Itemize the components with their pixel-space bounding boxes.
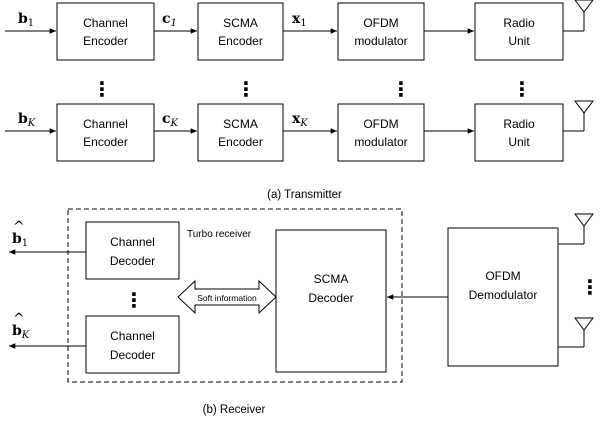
receiver: Turbo receiver Channel Decoder b1 ^ ⋮ Ch…	[9, 208, 600, 383]
hat-b1: ^	[13, 219, 25, 235]
tx-ellipsis-channel: ⋮	[92, 77, 112, 101]
channel-encoder-1	[56, 2, 155, 61]
turbo-receiver-label: Turbo receiver	[187, 229, 252, 240]
ofdm-modulator-1	[337, 2, 425, 61]
radio-unit-k-label-line2: Unit	[508, 135, 530, 149]
signal-bK-hat: bK	[12, 323, 30, 341]
scma-encoder-1	[197, 2, 284, 61]
signal-bK: bK	[18, 111, 36, 129]
channel-decoder-1-label-line2: Decoder	[110, 254, 155, 268]
signal-x1: x1	[292, 11, 307, 29]
tx-row-k: bK Channel Encoder cK SCMA Encoder xK OF…	[5, 100, 594, 162]
antenna-icon	[558, 213, 594, 245]
channel-decoder-k-label-line1: Channel	[110, 329, 155, 343]
rx-ellipsis-antenna: ⋮	[580, 275, 600, 299]
ofdm-demodulator	[447, 227, 559, 367]
scma-encoder-1-label-line1: SCMA	[223, 16, 258, 30]
scma-encoder-k-label-line1: SCMA	[223, 117, 258, 131]
antenna-icon	[558, 317, 594, 348]
scma-encoder-k-label-line2: Encoder	[218, 135, 263, 149]
tx-ellipsis-ofdm: ⋮	[391, 77, 411, 101]
channel-encoder-1-label-line1: Channel	[83, 16, 128, 30]
radio-unit-1	[474, 2, 564, 61]
ofdm-modulator-1-label-line1: OFDM	[363, 16, 398, 30]
tx-ellipsis-radio: ⋮	[512, 77, 532, 101]
channel-encoder-1-label-line2: Encoder	[83, 34, 128, 48]
channel-encoder-k	[56, 103, 155, 162]
rx-ellipsis-decoder: ⋮	[124, 288, 144, 312]
channel-decoder-1-label-line1: Channel	[110, 235, 155, 249]
channel-decoder-k-label-line2: Decoder	[110, 348, 155, 362]
channel-encoder-k-label-line2: Encoder	[83, 135, 128, 149]
signal-c1: c1	[162, 11, 177, 29]
radio-unit-k	[474, 103, 564, 162]
scma-encoder-1-label-line2: Encoder	[218, 34, 263, 48]
channel-decoder-1	[85, 221, 180, 280]
ofdm-demodulator-label-line2: Demodulator	[469, 288, 538, 302]
scma-decoder-label-line1: SCMA	[314, 272, 349, 286]
signal-xK: xK	[292, 111, 308, 129]
tx-row-1: b1 Channel Encoder c1 SCMA Encoder x1 OF…	[5, 0, 594, 61]
ofdm-demodulator-label-line1: OFDM	[485, 269, 520, 283]
ofdm-modulator-k	[337, 103, 425, 162]
hat-bK: ^	[13, 311, 25, 327]
signal-b1-hat: b1	[12, 231, 28, 249]
channel-encoder-k-label-line1: Channel	[83, 117, 128, 131]
ofdm-modulator-k-label-line2: modulator	[354, 135, 407, 149]
radio-unit-k-label-line1: Radio	[503, 117, 535, 131]
radio-unit-1-label-line2: Unit	[508, 34, 530, 48]
transmitter-caption: (a) Transmitter	[267, 189, 342, 201]
antenna-icon	[563, 0, 594, 32]
soft-information-label: Soft information	[197, 293, 257, 303]
signal-b1: b1	[18, 11, 34, 29]
scma-decoder	[275, 229, 387, 373]
antenna-icon	[563, 100, 594, 132]
channel-decoder-k	[85, 315, 180, 374]
receiver-caption: (b) Receiver	[203, 404, 266, 416]
ofdm-modulator-k-label-line1: OFDM	[363, 117, 398, 131]
turbo-receiver-boundary	[67, 208, 403, 383]
tx-ellipsis: ⋮ ⋮ ⋮ ⋮	[92, 77, 532, 101]
radio-unit-1-label-line1: Radio	[503, 16, 535, 30]
ofdm-modulator-1-label-line2: modulator	[354, 34, 407, 48]
tx-ellipsis-scma: ⋮	[236, 77, 256, 101]
scma-encoder-k	[197, 103, 284, 162]
scma-decoder-label-line2: Decoder	[308, 291, 353, 305]
signal-cK: cK	[162, 111, 179, 129]
